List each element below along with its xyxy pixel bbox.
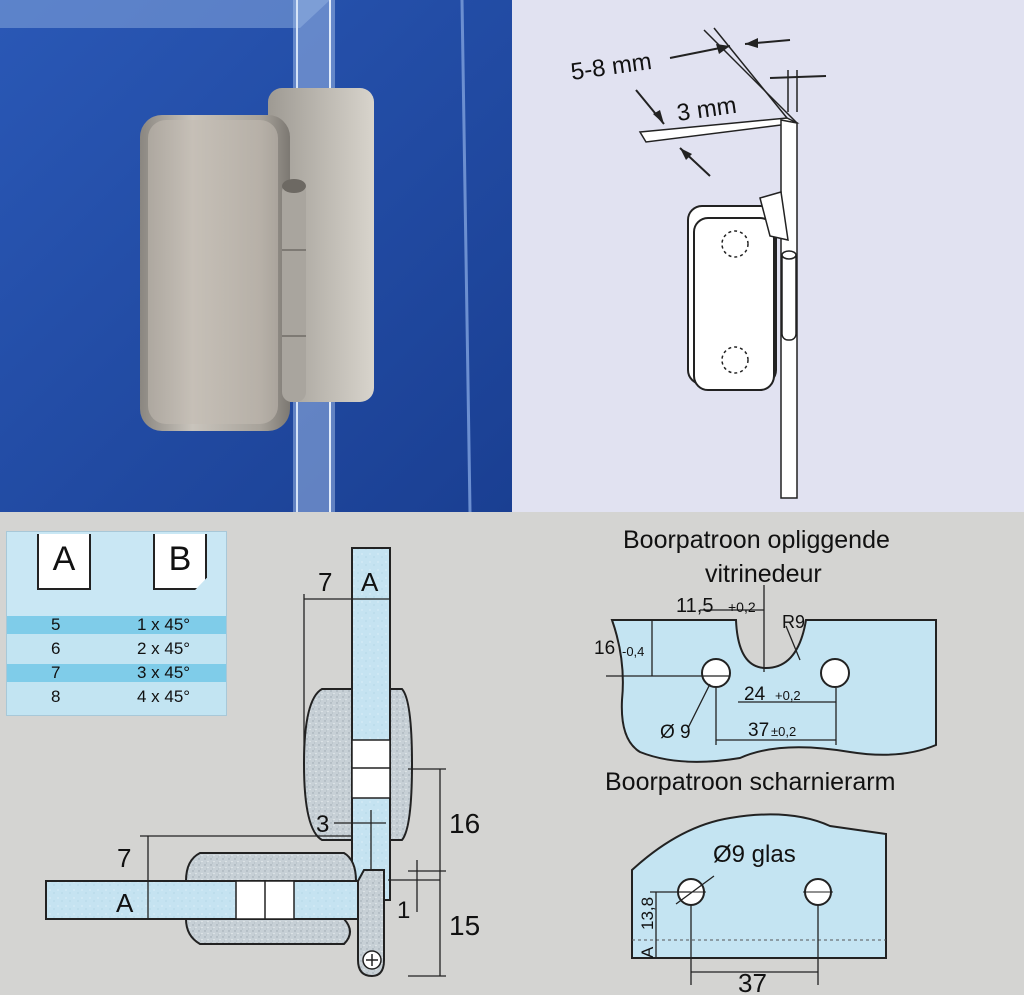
door-depth: 16 [594, 638, 615, 659]
dim-left-offset: 7 [117, 843, 131, 873]
cell-b: 3 x 45° [137, 663, 191, 682]
arm-hole-label: Ø9 glas [713, 841, 796, 868]
dim-left-glass: A [116, 888, 134, 918]
arm-height: 13,8 [638, 897, 657, 930]
door-notch: 11,5 [676, 595, 713, 617]
table-header: A B [7, 532, 226, 616]
door-radius: R9 [782, 612, 805, 632]
cell-b: 1 x 45° [137, 615, 191, 634]
door-pattern-title-line1: Boorpatroon opliggende [623, 526, 890, 554]
cell-b: 2 x 45° [137, 639, 191, 658]
cell-a: 7 [51, 663, 61, 682]
table-row: 7 3 x 45° [7, 664, 226, 682]
product-photo [0, 0, 512, 513]
installation-drawing [512, 0, 1024, 512]
dim-height-lower: 15 [449, 910, 480, 941]
door-pattern-drawing [606, 585, 937, 763]
table-row: 8 4 x 45° [7, 688, 226, 706]
dim-arm-gap: 3 [316, 811, 329, 838]
arm-spacing: 37 [738, 968, 767, 995]
table-row: 6 2 x 45° [7, 640, 226, 658]
door-depth-tol: -0,4 [622, 644, 644, 659]
arm-glass: A [638, 946, 657, 958]
arm-pattern-drawing [631, 813, 887, 985]
door-inner-tol: +0,2 [775, 688, 801, 703]
table-row: 5 1 x 45° [7, 616, 226, 634]
dim-top-glass: A [361, 567, 379, 597]
arm-pattern-title: Boorpatroon scharnierarm [605, 768, 895, 796]
door-outer-tol: ±0,2 [771, 724, 796, 739]
cell-b: 4 x 45° [137, 687, 191, 706]
cell-a: 8 [51, 687, 61, 706]
cell-a: 5 [51, 615, 61, 634]
door-notch-tol: +0,2 [728, 599, 756, 615]
door-inner: 24 [744, 684, 766, 705]
dim-top-offset: 7 [318, 567, 332, 597]
edge-table: A B 5 1 x 45° 6 2 x 45° 7 3 x 45° 8 4 x … [6, 531, 227, 716]
dim-height-upper: 16 [449, 808, 480, 839]
header-b: B [153, 534, 207, 590]
cell-a: 6 [51, 639, 61, 658]
dim-pivot-gap: 1 [397, 897, 410, 924]
hinge-section-drawing [45, 547, 446, 978]
header-a: A [37, 534, 91, 590]
door-hole-dia: Ø 9 [660, 722, 691, 743]
door-pattern-title-line2: vitrinedeur [705, 560, 822, 588]
door-outer: 37 [748, 720, 769, 741]
